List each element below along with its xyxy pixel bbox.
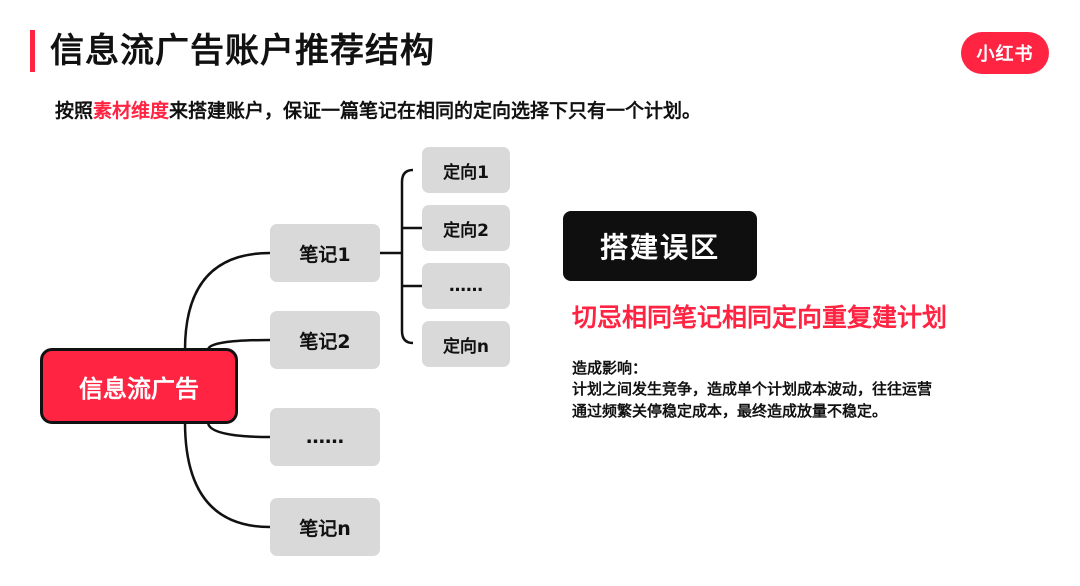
connector-root-ellipsis [206, 421, 271, 439]
target-node-2: 定向2 [422, 205, 510, 251]
target-node-ellipsis: …… [422, 263, 510, 309]
note-node-ellipsis: …… [270, 408, 380, 466]
xiaohongshu-logo: 小红书 [961, 32, 1049, 74]
connector-root-note1 [183, 251, 271, 351]
title-accent-bar [30, 30, 35, 72]
target-node-n: 定向n [422, 321, 510, 367]
impact-body: 计划之间发生竞争，造成单个计划成本波动，往往运营 通过频繁关停稳定成本，最终造成… [572, 378, 1042, 422]
page-title: 信息流广告账户推荐结构 [50, 31, 435, 71]
impact-heading: 造成影响： [572, 359, 648, 377]
connector-bracket [400, 168, 414, 345]
pitfall-tag: 搭建误区 [563, 211, 757, 281]
note-node-2: 笔记2 [270, 311, 380, 369]
note-node-n: 笔记n [270, 498, 380, 556]
subtitle-suffix: 来搭建账户，保证一篇笔记在相同的定向选择下只有一个计划。 [169, 100, 702, 122]
subtitle-highlight: 素材维度 [93, 100, 170, 122]
impact-line-2: 通过频繁关停稳定成本，最终造成放量不稳定。 [572, 402, 888, 420]
pitfall-warning: 切忌相同笔记相同定向重复建计划 [572, 303, 948, 332]
root-node: 信息流广告 [40, 348, 238, 424]
connector-root-noten [183, 421, 271, 529]
target-node-1: 定向1 [422, 147, 510, 193]
impact-line-1: 计划之间发生竞争，造成单个计划成本波动，往往运营 [572, 380, 933, 398]
subtitle: 按照素材维度来搭建账户，保证一篇笔记在相同的定向选择下只有一个计划。 [55, 96, 701, 126]
subtitle-prefix: 按照 [55, 100, 94, 122]
note-node-1: 笔记1 [270, 224, 380, 282]
